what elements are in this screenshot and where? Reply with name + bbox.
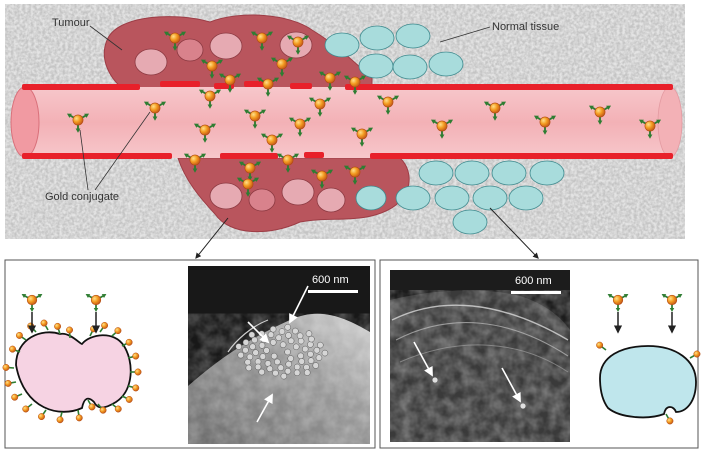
bound-conjugate-icon: [130, 368, 142, 376]
bound-conjugate-icon: [689, 350, 701, 359]
gold-conjugate-icon: [308, 97, 332, 117]
gold-conjugate-icon: [193, 123, 217, 143]
gold-conjugate-icon: [256, 77, 280, 97]
scale-bar-left: [308, 290, 358, 293]
gold-conjugate-icon: [588, 105, 612, 125]
scale-label-right: 600 nm: [515, 275, 552, 287]
bound-conjugate-icon: [9, 345, 21, 353]
normal-tissue-pointer: [439, 26, 491, 43]
gold-conjugate-icon: [310, 169, 334, 189]
incoming-conjugates-left: [21, 294, 107, 334]
bound-conjugate-icon: [4, 379, 17, 387]
bound-conjugate-icon: [121, 395, 133, 403]
gold-conjugate-icon: [238, 161, 262, 181]
normal-cell-surface-conjugates: [596, 341, 701, 425]
normal-cells-upper: [324, 23, 464, 80]
normal-cell-schematic: [599, 345, 697, 419]
gold-conjugate-pointer-2: [94, 111, 151, 191]
tumour-cell-schematic: [15, 331, 132, 413]
gold-conjugate-icon: [236, 177, 260, 197]
bound-conjugate-icon: [11, 393, 23, 401]
scale-bar-right: [511, 291, 561, 294]
normal-cells-lower: [355, 160, 565, 235]
bound-conjugate-icon: [99, 321, 109, 333]
gold-conjugate-icon: [198, 89, 222, 109]
tumour-cells-lower: [209, 178, 346, 213]
bound-conjugate-icon: [66, 326, 73, 339]
tumour-pointer: [89, 25, 123, 51]
tumour-label: Tumour: [52, 17, 90, 29]
bound-conjugate-icon: [121, 338, 133, 347]
gold-conjugate-icon: [200, 59, 224, 79]
gold-conjugate-icon: [163, 31, 187, 51]
bottom-left-panel: 600 nm: [2, 259, 376, 449]
gold-conjugates: [66, 31, 662, 197]
gold-conjugate-icon: [183, 153, 207, 173]
bound-conjugate-icon: [97, 403, 107, 414]
zoom-arrow-right: [489, 207, 539, 259]
bound-conjugate-icon: [38, 409, 47, 421]
bound-conjugate-icon: [56, 411, 64, 424]
bound-conjugate-icon: [111, 403, 122, 413]
gold-conjugate-icon: [343, 165, 367, 185]
gold-conjugate-label: Gold conjugate: [45, 191, 119, 203]
gold-conjugate-icon: [66, 113, 90, 133]
gold-conjugate-icon: [21, 294, 43, 312]
gold-conjugate-icon: [343, 75, 367, 95]
bound-conjugate-icon: [54, 322, 62, 335]
gold-conjugate-icon: [250, 31, 274, 51]
gold-conjugate-icon: [430, 119, 454, 139]
bound-conjugate-icon: [127, 352, 140, 360]
zoom-arrow-left: [195, 217, 229, 259]
gold-conjugate-icon: [270, 57, 294, 77]
sem-image-left: 600 nm: [188, 266, 370, 444]
sem-particle-cluster: [235, 324, 329, 380]
bound-conjugate-icon: [127, 384, 140, 392]
bound-conjugate-icon: [75, 409, 83, 422]
gold-conjugate-icon: [350, 127, 374, 147]
gold-conjugate-icon: [85, 294, 107, 312]
bound-conjugate-icon: [665, 413, 674, 425]
vessel-wall-bottom: [22, 152, 673, 159]
top-panel: Tumour Normal tissue Gold conjugate: [5, 4, 685, 259]
bound-conjugate-icon: [15, 331, 27, 341]
gold-conjugate-icon: [218, 73, 242, 93]
bottom-right-panel: 600 nm: [379, 259, 701, 449]
gold-conjugate-icon: [276, 153, 300, 173]
bound-conjugate-icon: [111, 327, 122, 337]
sem-image-right: 600 nm: [390, 270, 570, 442]
bound-conjugate-icon: [2, 363, 15, 371]
gold-conjugate-icon: [483, 101, 507, 121]
gold-conjugate-icon: [376, 95, 400, 115]
gold-conjugate-icon: [286, 35, 310, 55]
gold-conjugate-icon: [143, 101, 167, 121]
bound-conjugate-icon: [87, 399, 96, 411]
incoming-conjugates-right: [607, 294, 683, 334]
gold-conjugate-icon: [288, 117, 312, 137]
blood-vessel: [10, 86, 683, 158]
scale-label-left: 600 nm: [312, 274, 349, 286]
normal-tissue-label: Normal tissue: [492, 21, 559, 33]
bound-conjugate-icon: [596, 341, 607, 351]
gold-conjugate-icon: [661, 294, 683, 312]
gold-conjugate-icon: [607, 294, 629, 312]
gold-conjugate-icon: [260, 133, 284, 153]
gold-conjugate-pointer-1: [79, 129, 89, 191]
cell-surface-conjugates: [2, 319, 142, 424]
gold-conjugate-icon: [243, 109, 267, 129]
gold-conjugate-icon: [638, 119, 662, 139]
gold-conjugate-icon: [318, 71, 342, 91]
gold-conjugate-icon: [533, 115, 557, 135]
bound-conjugate-icon: [40, 319, 49, 331]
bound-conjugate-icon: [22, 403, 33, 413]
